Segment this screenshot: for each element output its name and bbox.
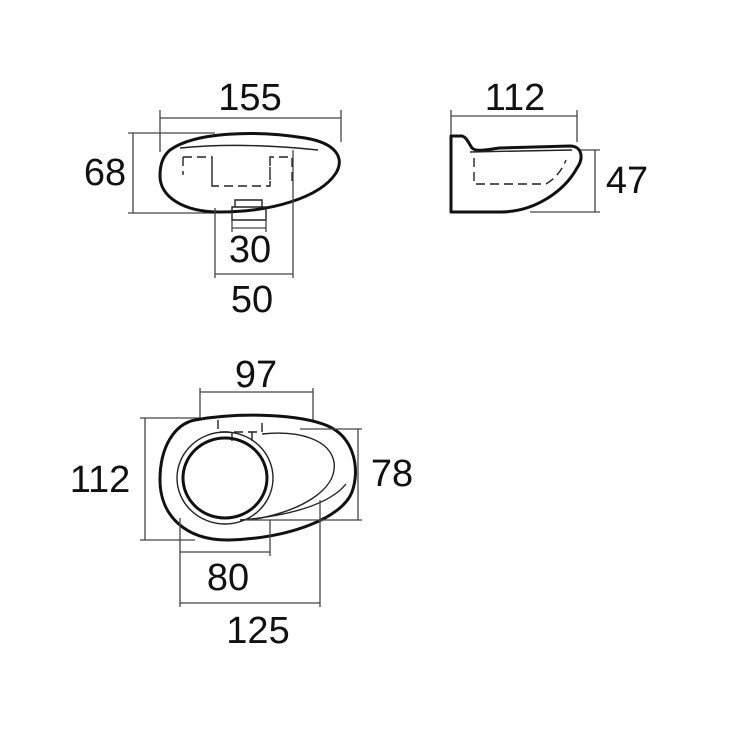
- side-view-rim-line: [469, 149, 573, 153]
- dim-label-125: 125: [226, 610, 289, 652]
- dimension-112-side: 112: [450, 77, 578, 142]
- dim-label-155: 155: [218, 77, 281, 119]
- dim-label-78: 78: [371, 453, 413, 495]
- dimension-97: 97: [199, 354, 314, 420]
- dimension-80: 80: [179, 518, 271, 607]
- top-view-inner-line: [179, 144, 319, 151]
- dimension-155: 155: [159, 77, 342, 152]
- dimension-47: 47: [530, 149, 648, 213]
- dim-label-97: 97: [235, 354, 277, 396]
- front-view-swoosh-lower: [239, 483, 347, 521]
- dimension-125: 125: [180, 500, 321, 652]
- dim-label-47: 47: [606, 160, 648, 202]
- side-view: 112 47: [449, 77, 648, 214]
- dim-label-30: 30: [229, 229, 271, 271]
- front-view-bowl-ring-inner: [181, 436, 269, 520]
- dim-label-80: 80: [207, 557, 249, 599]
- dimension-50: 50: [214, 150, 294, 321]
- top-view-hidden-recess: [182, 156, 293, 187]
- front-view-hidden-bracket: [217, 420, 263, 446]
- front-view: 97 112 78 80: [70, 354, 413, 652]
- side-view-basin-outline: [449, 134, 583, 214]
- front-view-swoosh-upper: [249, 432, 335, 521]
- dimension-68: 68: [84, 132, 215, 214]
- dimension-112-front: 112: [70, 417, 200, 541]
- top-view-basin-outline: [158, 132, 341, 214]
- dim-label-112-front: 112: [70, 459, 131, 501]
- dimension-78: 78: [245, 428, 413, 521]
- side-view-hidden-basin: [473, 158, 567, 185]
- dim-label-68: 68: [84, 152, 126, 194]
- dim-label-112-side: 112: [485, 77, 546, 119]
- top-view: 155 68 30 50: [84, 77, 342, 321]
- dimension-30: 30: [229, 220, 271, 271]
- dim-label-50: 50: [231, 279, 273, 321]
